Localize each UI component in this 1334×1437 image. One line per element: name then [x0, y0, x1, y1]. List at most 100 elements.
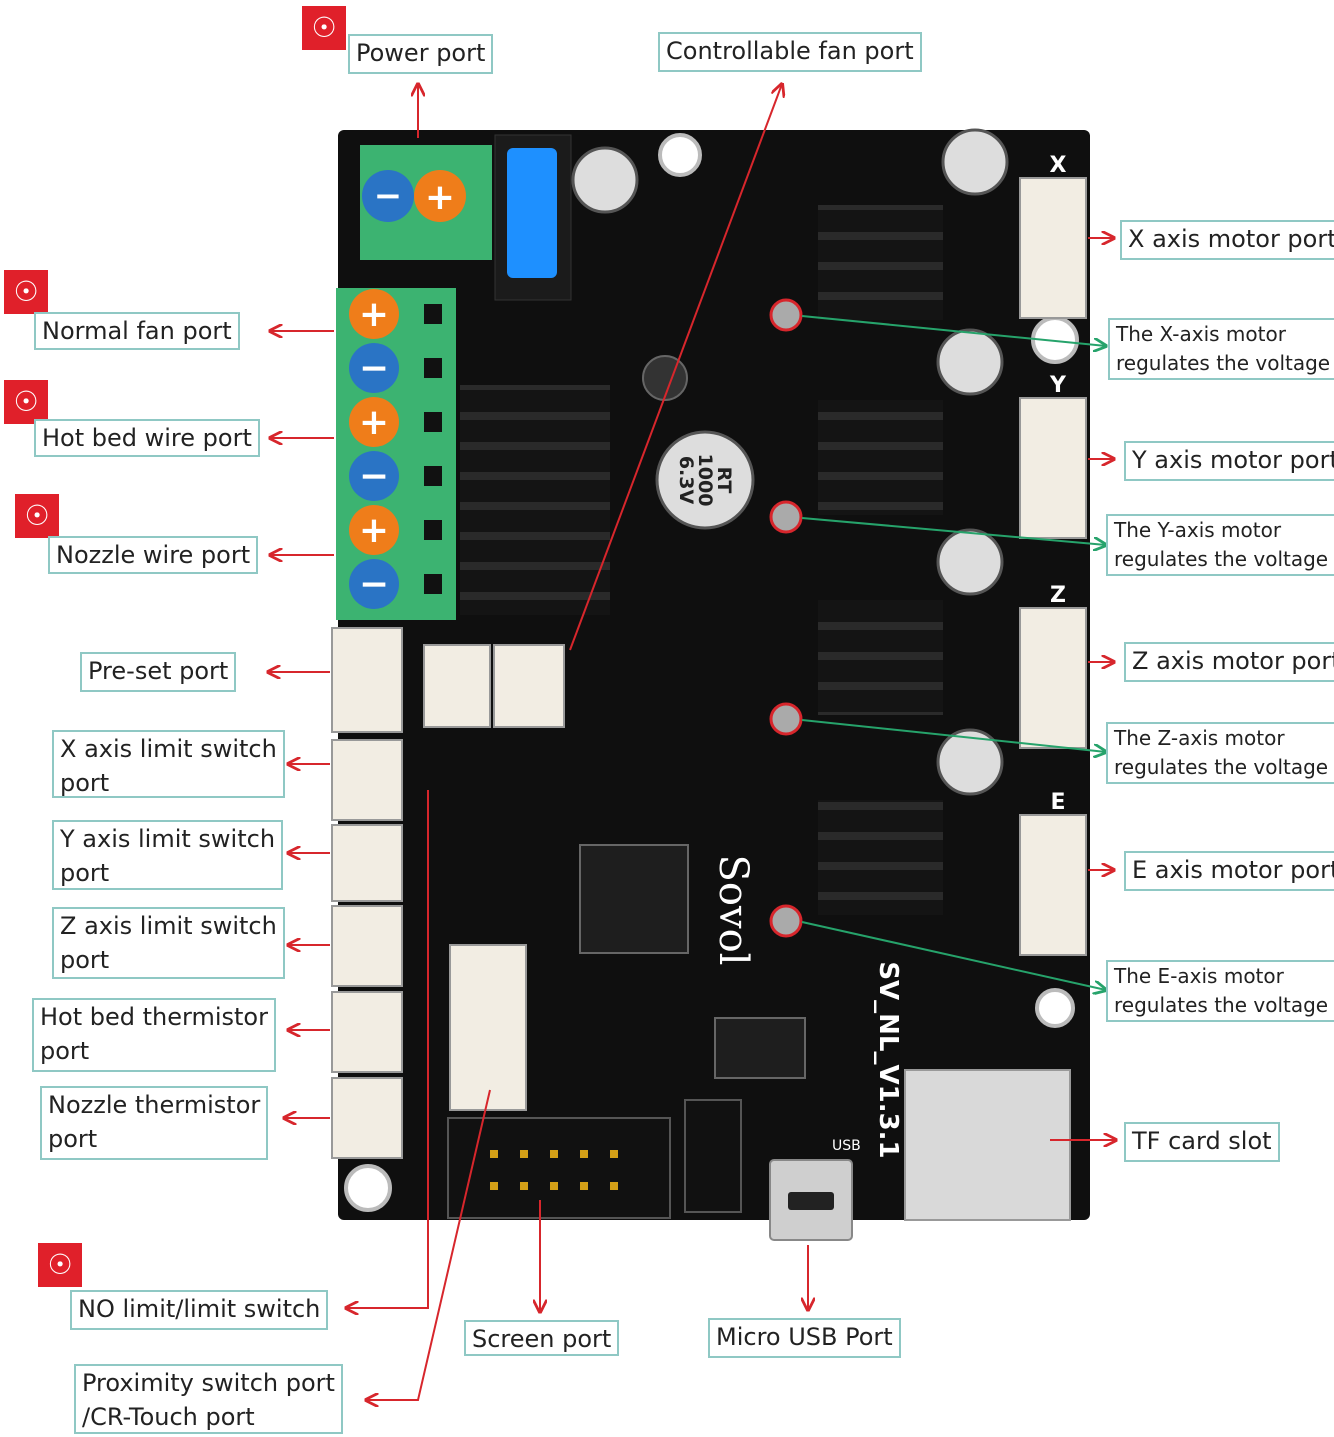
terminal-sign: −: [359, 564, 389, 605]
terminal-block: [336, 288, 456, 620]
label-line: The X-axis motor: [1116, 322, 1286, 346]
terminal-plus: [349, 505, 399, 555]
label-line: regulates the voltage: [1116, 351, 1331, 375]
screen-pins: [490, 1150, 618, 1190]
header-pin: [550, 1182, 558, 1190]
label-hot-bed-wire-port: Hot bed wire port: [34, 419, 260, 457]
terminal-sign: −: [359, 456, 389, 497]
header-pin: [610, 1150, 618, 1158]
label-micro-usb-port: Micro USB Port: [708, 1318, 901, 1358]
label-line: port: [40, 1037, 90, 1065]
label-controllable-fan-port: Controllable fan port: [658, 32, 922, 72]
nozzle-thermistor-connector: [331, 1077, 403, 1159]
label-e-axis-regulator: The E-axis motor regulates the voltage: [1106, 960, 1334, 1022]
z-limit-connector: [331, 905, 403, 987]
terminal-screw-slot: [424, 358, 442, 378]
label-line: The E-axis motor: [1114, 964, 1284, 988]
label-screen-port: Screen port: [464, 1320, 620, 1356]
header-pin: [490, 1150, 498, 1158]
terminal-screw-slot: [424, 304, 442, 324]
power-minus: [362, 170, 414, 222]
y-motor-connector: [1019, 397, 1087, 539]
header-pin: [550, 1150, 558, 1158]
usb-chip: [714, 1017, 806, 1079]
label-e-axis-motor-port: E axis motor port: [1124, 851, 1334, 891]
usb-silk: USB: [832, 1138, 861, 1154]
capacitor: [936, 528, 1004, 596]
label-z-axis-motor-port: Z axis motor port: [1124, 642, 1334, 682]
label-nozzle-wire-port: Nozzle wire port: [48, 536, 259, 574]
label-line: Proximity switch port: [82, 1369, 335, 1397]
header-pin: [580, 1150, 588, 1158]
terminal-sign: +: [359, 510, 389, 551]
hotbed-thermistor-connector: [331, 991, 403, 1073]
axis-letter-e: E: [1050, 790, 1065, 815]
label-normal-fan-port: Normal fan port: [34, 312, 240, 350]
x-motor-connector: [1019, 177, 1087, 319]
screen-header: [447, 1117, 671, 1219]
label-hot-bed-thermistor-port: Hot bed thermistor port: [32, 998, 276, 1072]
capacitor: [571, 146, 639, 214]
mount-hole: [658, 133, 702, 177]
potentiometer-x: [769, 298, 803, 332]
label-line: /CR-Touch port: [82, 1403, 255, 1431]
label-y-axis-regulator: The Y-axis motor regulates the voltage: [1106, 514, 1334, 576]
capacitor-large: [655, 430, 755, 530]
label-line: regulates the voltage: [1114, 755, 1329, 779]
label-preset-port: Pre-set port: [80, 652, 237, 692]
proximity-connector: [449, 944, 527, 1111]
regulator-arrows: [801, 315, 1106, 990]
inductor: [642, 355, 688, 401]
capacitor: [941, 128, 1009, 196]
label-proximity-switch-port: Proximity switch port /CR-Touch port: [74, 1364, 343, 1434]
label-z-axis-regulator: The Z-axis motor regulates the voltage: [1106, 722, 1334, 784]
label-line: Z axis limit switch: [60, 912, 277, 940]
potentiometer-e: [769, 904, 803, 938]
driver-heatsink-e: [818, 800, 943, 915]
lightbulb-icon: ☉: [4, 270, 48, 314]
e-motor-connector: [1019, 814, 1087, 956]
label-line: The Z-axis motor: [1114, 726, 1285, 750]
label-line: port: [60, 946, 110, 974]
capacitor: [936, 728, 1004, 796]
power-plus-sign: +: [425, 177, 455, 218]
label-line: The Y-axis motor: [1114, 518, 1282, 542]
label-y-limit-switch-port: Y axis limit switch port: [52, 820, 284, 890]
label-line: port: [60, 769, 110, 797]
label-line: port: [60, 859, 110, 887]
lightbulb-icon: ☉: [4, 380, 48, 424]
terminal-sign: +: [359, 402, 389, 443]
label-line: regulates the voltage: [1114, 547, 1329, 571]
x-limit-connector: [331, 739, 403, 821]
driver-heatsink-x: [818, 205, 943, 320]
lightbulb-icon: ☉: [302, 6, 346, 50]
mount-hole: [1035, 988, 1075, 1028]
header-pin: [610, 1182, 618, 1190]
y-limit-connector: [331, 824, 403, 902]
terminal-minus: [349, 451, 399, 501]
preset-connector: [331, 627, 403, 733]
label-line: Y axis limit switch: [60, 825, 276, 853]
label-line: regulates the voltage: [1114, 993, 1329, 1017]
label-no-limit-switch: NO limit/limit switch: [70, 1290, 329, 1330]
driver-heatsink-y: [818, 400, 943, 515]
terminal-signs: +−+−+−: [349, 289, 442, 609]
tf-card-slot-housing: [904, 1069, 1071, 1221]
board-model: SV_NL_V1.3.1: [873, 961, 903, 1158]
fan-connector: [423, 644, 491, 728]
label-x-axis-motor-port: X axis motor port: [1120, 220, 1334, 260]
fuse: [507, 148, 557, 278]
label-y-axis-motor-port: Y axis motor port: [1124, 441, 1334, 481]
label-tf-card-slot: TF card slot: [1124, 1122, 1280, 1162]
callout-arrows: [268, 84, 1116, 1400]
driver-heatsink-z: [818, 600, 943, 715]
power-minus-sign: −: [374, 176, 403, 216]
axis-letter-z: Z: [1050, 583, 1066, 608]
axis-letter-y: Y: [1049, 373, 1067, 398]
header-pin: [580, 1182, 588, 1190]
mcu-chip: [579, 844, 689, 954]
board-brand: Sovol: [710, 855, 756, 966]
capacitor-large-text: RT: [713, 467, 735, 494]
label-x-limit-switch-port: X axis limit switch port: [52, 730, 285, 798]
